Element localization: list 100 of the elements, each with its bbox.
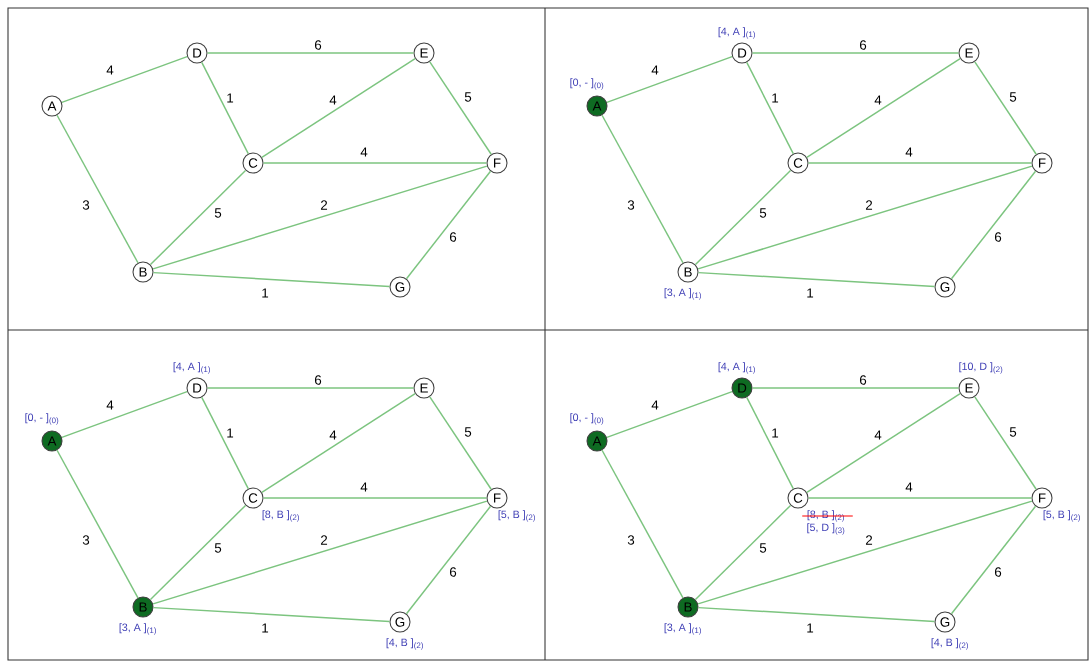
edge-label: 4 [327, 429, 339, 441]
graph-node: D [186, 42, 208, 64]
edge-label: 6 [857, 373, 869, 387]
edge-line [201, 396, 249, 490]
graph-node: A [586, 95, 608, 117]
graph-node: A [41, 95, 63, 117]
edge-line [746, 61, 794, 155]
edge-line [152, 606, 391, 623]
edge-label: 5 [757, 207, 769, 219]
edge-line [806, 57, 961, 159]
edge-line [697, 606, 936, 623]
graph-node: B [132, 261, 154, 283]
edge-label: 5 [757, 542, 769, 554]
edge-line [429, 396, 492, 490]
edge-line [974, 61, 1037, 155]
node-annotation: [3, A ]$_{(1)}$ [664, 288, 701, 300]
edge-label: 6 [992, 565, 1004, 579]
graph-node: F [1031, 487, 1053, 509]
edge-label: 5 [212, 207, 224, 219]
graph-node: E [958, 42, 980, 64]
edge-label: 4 [649, 64, 661, 76]
edge-line [262, 497, 488, 499]
edge-label: 4 [104, 399, 116, 411]
edge-line [751, 387, 960, 389]
edge-label: 4 [872, 94, 884, 106]
edge-label: 5 [1007, 426, 1019, 438]
edge-line [152, 165, 488, 270]
edge-label: 6 [857, 38, 869, 52]
edge-label: 1 [804, 287, 816, 299]
edge-line [56, 114, 139, 264]
edge-line [697, 500, 1033, 605]
edge-label: 6 [312, 373, 324, 387]
graph-node: A [586, 430, 608, 452]
graph-node: E [413, 42, 435, 64]
edge-line [262, 162, 488, 164]
node-annotation: [4, B ]$_{(2)}$ [931, 638, 968, 650]
graph-node: G [934, 276, 956, 298]
graph-node: B [677, 596, 699, 618]
edge-line [694, 169, 792, 266]
edge-label: 1 [804, 622, 816, 634]
graph-node: D [731, 377, 753, 399]
edge-line [261, 392, 416, 494]
edge-line [61, 390, 188, 439]
edge-line [206, 387, 415, 389]
edge-label: 4 [358, 146, 370, 158]
edge-label: 3 [80, 533, 92, 547]
edge-label: 1 [224, 427, 236, 439]
edge-label: 4 [358, 481, 370, 493]
node-annotation: [4, B ]$_{(2)}$ [386, 638, 423, 650]
edge-label: 6 [312, 38, 324, 52]
graph-node: F [1031, 152, 1053, 174]
edge-label: 2 [863, 534, 875, 546]
edge-line [152, 271, 391, 288]
node-annotation: [4, A ]$_{(1)}$ [173, 362, 210, 374]
graph-node: C [787, 487, 809, 509]
edge-line [974, 396, 1037, 490]
edge-label: 6 [992, 230, 1004, 244]
edge-line [694, 504, 792, 601]
node-annotation: [10, D ]$_{(2)}$ [959, 362, 1003, 374]
edge-label: 4 [327, 94, 339, 106]
edge-label: 4 [104, 64, 116, 76]
edge-label: 2 [863, 199, 875, 211]
edge-line [751, 52, 960, 54]
node-annotation: [0, - ]$_{(0)}$ [570, 413, 604, 425]
graph-node: G [389, 611, 411, 633]
edge-line [61, 55, 188, 104]
edge-line [201, 61, 249, 155]
edge-label: 3 [625, 533, 637, 547]
edge-line [149, 504, 247, 601]
node-annotation: [4, A ]$_{(1)}$ [718, 27, 755, 39]
graph-node: G [934, 611, 956, 633]
graph-node: F [486, 487, 508, 509]
edge-line [601, 114, 684, 264]
edge-label: 4 [649, 399, 661, 411]
edge-label: 3 [80, 198, 92, 212]
graph-node: A [41, 430, 63, 452]
node-annotation: [0, - ]$_{(0)}$ [570, 78, 604, 90]
graph-node: D [186, 377, 208, 399]
edge-line [405, 170, 492, 280]
node-annotation: [5, B ]$_{(2)}$ [498, 510, 535, 522]
edge-line [697, 271, 936, 288]
graph-node: B [677, 261, 699, 283]
edge-line [950, 170, 1037, 280]
edge-line [429, 61, 492, 155]
edge-line [746, 396, 794, 490]
edge-label: 3 [625, 198, 637, 212]
edge-line [405, 505, 492, 615]
graph-node: G [389, 276, 411, 298]
edge-label: 6 [447, 230, 459, 244]
edge-line [697, 165, 1033, 270]
edge-line [149, 169, 247, 266]
node-annotation: [0, - ]$_{(0)}$ [25, 413, 59, 425]
graph-node: F [486, 152, 508, 174]
node-annotation: [5, D ]$_{(3)}$ [807, 523, 845, 535]
node-annotation: [8, B ]$_{(2)}$ [262, 510, 299, 522]
node-annotation: [4, A ]$_{(1)}$ [718, 362, 755, 374]
edge-label: 1 [259, 287, 271, 299]
node-annotation: [3, A ]$_{(1)}$ [119, 623, 156, 635]
edge-label: 2 [318, 199, 330, 211]
edge-line [56, 449, 139, 599]
